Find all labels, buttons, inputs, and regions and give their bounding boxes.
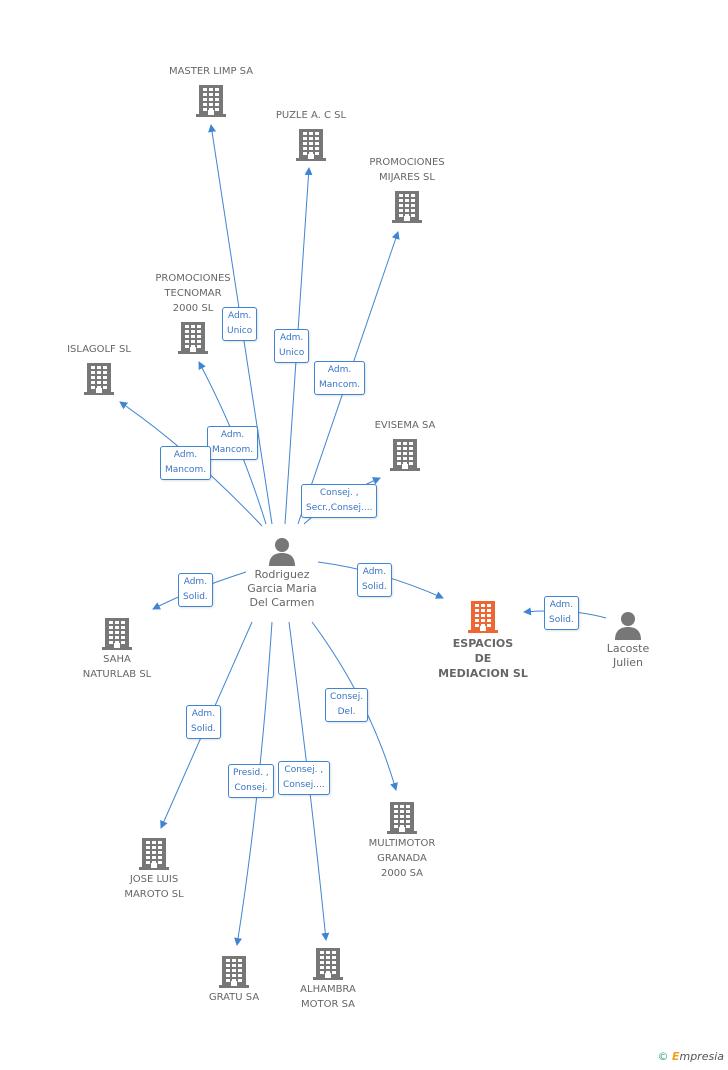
node-label: SAHA NATURLAB SL — [82, 654, 152, 680]
company-promociones-tecnomar[interactable]: PROMOCIONES TECNOMAR 2000 SL — [133, 271, 253, 356]
node-label: MASTER LIMP SA — [168, 66, 254, 77]
company-puzle[interactable]: PUZLE A. C SL — [251, 108, 371, 163]
building-icon — [392, 191, 422, 223]
relation-label-tecnomar[interactable]: Adm. Mancom. — [207, 426, 259, 460]
company-master-limp[interactable]: MASTER LIMP SA — [151, 64, 271, 119]
relation-label-saha[interactable]: Adm. Solid. — [178, 573, 213, 607]
company-gratu[interactable]: GRATU SA — [174, 954, 294, 1005]
company-alhambra-motor[interactable]: ALHAMBRA MOTOR SA — [268, 946, 388, 1012]
building-icon — [387, 802, 417, 834]
relation-label-maroto[interactable]: Adm. Solid. — [186, 705, 221, 739]
node-label: PUZLE A. C SL — [275, 110, 347, 121]
building-icon — [296, 129, 326, 161]
brand-name: mpresia — [679, 1050, 724, 1063]
brand-e: E — [671, 1050, 680, 1063]
building-icon — [390, 439, 420, 471]
node-label: ISLAGOLF SL — [67, 344, 131, 355]
node-label: ESPACIOS DE MEDIACION SL — [438, 637, 528, 680]
relation-label-puzle[interactable]: Adm. Unico — [274, 329, 310, 363]
relation-label-espacios[interactable]: Adm. Solid. — [357, 563, 392, 597]
building-icon — [468, 601, 498, 633]
relation-label-lacoste[interactable]: Adm. Solid. — [544, 596, 579, 630]
company-islagolf[interactable]: ISLAGOLF SL — [39, 342, 159, 397]
relation-label-mijares[interactable]: Adm. Mancom. — [314, 361, 366, 395]
relation-label-islagolf[interactable]: Adm. Mancom. — [160, 446, 212, 480]
node-label: Lacoste Julien — [606, 642, 650, 669]
building-icon — [196, 85, 226, 117]
company-multimotor[interactable]: MULTIMOTOR GRANADA 2000 SA — [342, 800, 462, 881]
building-icon — [313, 948, 343, 980]
company-jose-luis-maroto[interactable]: JOSE LUIS MAROTO SL — [94, 836, 214, 902]
person-rodriguez[interactable]: Rodriguez Garcia Maria Del Carmen — [222, 536, 342, 610]
building-icon — [219, 956, 249, 988]
relation-label-multimotor[interactable]: Consej. Del. — [325, 688, 369, 722]
person-icon — [615, 612, 641, 640]
company-saha-naturlab[interactable]: SAHA NATURLAB SL — [57, 616, 177, 682]
copyright-icon: © — [657, 1050, 669, 1063]
relation-label-evisema[interactable]: Consej. , Secr.,Consej.... — [301, 484, 378, 518]
building-icon — [102, 618, 132, 650]
node-label: PROMOCIONES TECNOMAR 2000 SL — [155, 273, 231, 314]
building-icon — [178, 322, 208, 354]
relation-label-gratu[interactable]: Presid. , Consej. — [228, 764, 274, 798]
node-label: Rodriguez Garcia Maria Del Carmen — [247, 568, 317, 609]
company-espacios-mediacion[interactable]: ESPACIOS DE MEDIACION SL — [423, 598, 543, 681]
node-label: JOSE LUIS MAROTO SL — [124, 874, 184, 900]
building-icon — [84, 363, 114, 395]
relation-label-alhambra[interactable]: Consej. , Consej.... — [278, 761, 330, 795]
node-label: MULTIMOTOR GRANADA 2000 SA — [368, 838, 436, 879]
brand-logo: © Empresia — [657, 1050, 724, 1063]
building-icon — [139, 838, 169, 870]
company-evisema[interactable]: EVISEMA SA — [345, 418, 465, 473]
company-promociones-mijares[interactable]: PROMOCIONES MIJARES SL — [347, 155, 467, 225]
person-lacoste[interactable]: Lacoste Julien — [568, 610, 688, 670]
node-label: EVISEMA SA — [374, 420, 436, 431]
node-label: GRATU SA — [208, 992, 260, 1003]
person-icon — [269, 538, 295, 566]
relation-label-master[interactable]: Adm. Unico — [222, 307, 258, 341]
node-label: ALHAMBRA MOTOR SA — [300, 984, 356, 1010]
node-label: PROMOCIONES MIJARES SL — [369, 157, 445, 183]
